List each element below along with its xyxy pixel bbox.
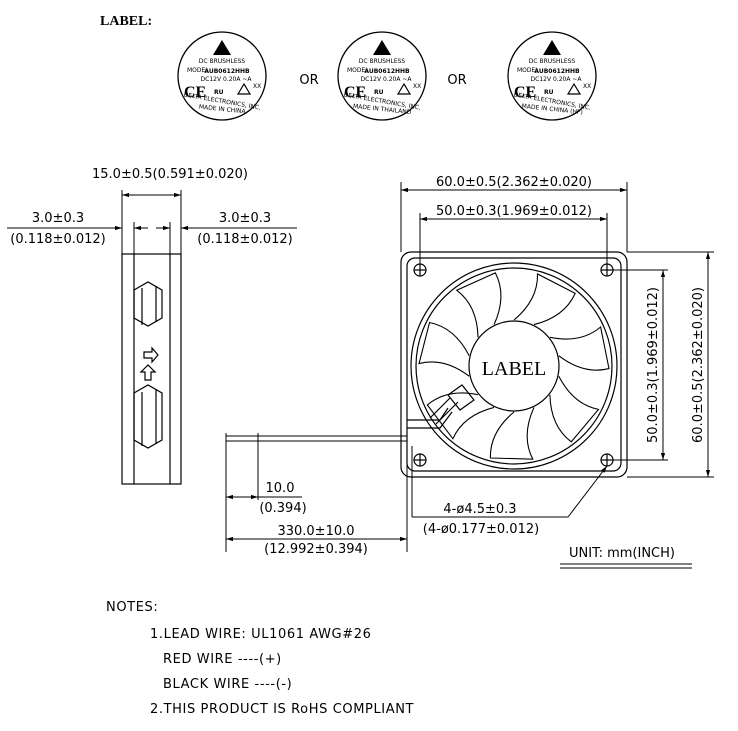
model-tag: MODEL [517, 67, 539, 74]
fan-blade [549, 325, 610, 371]
fan-blade [455, 272, 502, 338]
label-heading: LABEL: [100, 14, 152, 29]
fan-blade [549, 375, 600, 443]
delta-logo-icon [373, 40, 391, 55]
dim-flange-left-top: 3.0±0.3 [32, 211, 84, 226]
unit-text: UNIT: mm(INCH) [569, 546, 675, 561]
rotation-arrow-icon [139, 364, 157, 381]
thickness-dimension [7, 190, 297, 254]
dim-flange-right-bottom: (0.118±0.012) [197, 232, 292, 247]
dim-holes-bottom: (4-ø0.177±0.012) [423, 522, 539, 537]
dim-lead-top: 330.0±10.0 [277, 524, 354, 539]
label-variant-3: DC BRUSHLESS MODEL AUB0612HHB DC12V 0.20… [507, 31, 597, 121]
or-text-1: OR [299, 73, 318, 88]
ul-mark-icon: RU [374, 89, 384, 96]
width-dimensions [400, 182, 714, 518]
ul-mark-icon: RU [214, 89, 224, 96]
model-text: AUB0612HHB [204, 68, 250, 75]
safety-triangle-icon [236, 82, 252, 95]
mark-small: XX [253, 83, 261, 90]
dim-height-hole-spacing: 50.0±0.3(1.969±0.012) [646, 287, 661, 443]
front-view [400, 251, 628, 478]
label-variant-1: DC BRUSHLESS MODEL AUB0612HHB DC12V 0.20… [177, 31, 267, 121]
fan-blade [513, 273, 576, 326]
brand-text: DC BRUSHLESS [199, 58, 246, 65]
mark-small: XX [583, 83, 591, 90]
side-view [121, 253, 182, 485]
safety-triangle-icon [566, 82, 582, 95]
note-black-wire: BLACK WIRE ----(-) [163, 677, 292, 692]
delta-logo-icon [543, 40, 561, 55]
rating-text: DC12V 0.20A ~A [201, 76, 253, 83]
dim-thickness: 15.0±0.5(0.591±0.020) [92, 167, 248, 182]
note-lead-wire: 1.LEAD WIRE: UL1061 AWG#26 [150, 627, 371, 642]
ce-mark-icon: CE [184, 84, 206, 101]
note-rohs: 2.THIS PRODUCT IS RoHS COMPLIANT [150, 702, 414, 717]
notes-title: NOTES: [106, 600, 158, 615]
ce-mark-icon: CE [344, 84, 366, 101]
model-tag: MODEL [187, 67, 209, 74]
dim-width-overall: 60.0±0.5(2.362±0.020) [436, 175, 592, 190]
origin-text: MADE IN CHINA [199, 104, 247, 116]
rating-text: DC12V 0.20A ~A [531, 76, 583, 83]
fan-blade [418, 321, 470, 377]
delta-logo-icon [213, 40, 231, 55]
model-text: AUB0612HHB [534, 68, 580, 75]
dim-strip-top: 10.0 [266, 481, 295, 496]
fan-blade [489, 407, 535, 460]
fan-blade [426, 392, 495, 440]
note-red-wire: RED WIRE ----(+) [163, 652, 282, 667]
dim-flange-left-bottom: (0.118±0.012) [10, 232, 105, 247]
mark-small: XX [413, 83, 421, 90]
ul-mark-icon: RU [544, 89, 554, 96]
ce-mark-icon: CE [514, 84, 536, 101]
dim-holes-top: 4-ø4.5±0.3 [443, 502, 516, 517]
dim-flange-right-top: 3.0±0.3 [219, 211, 271, 226]
airflow-arrow-icon [143, 346, 159, 364]
brand-text: DC BRUSHLESS [359, 58, 406, 65]
or-text-2: OR [447, 73, 466, 88]
fan-blades [418, 272, 610, 460]
brand-text: DC BRUSHLESS [529, 58, 576, 65]
rating-text: DC12V 0.20A ~A [361, 76, 413, 83]
safety-triangle-icon [396, 82, 412, 95]
dim-strip-bottom: (0.394) [259, 501, 306, 516]
model-text: AUB0612HHB [364, 68, 410, 75]
model-tag: MODEL [347, 67, 369, 74]
dim-lead-bottom: (12.992±0.394) [264, 542, 368, 557]
dim-height-overall: 60.0±0.5(2.362±0.020) [691, 287, 706, 443]
label-variant-2: DC BRUSHLESS MODEL AUB0612HHB DC12V 0.20… [337, 31, 427, 121]
dim-hole-spacing: 50.0±0.3(1.969±0.012) [436, 204, 592, 219]
fan-hub-label: LABEL [482, 358, 546, 380]
